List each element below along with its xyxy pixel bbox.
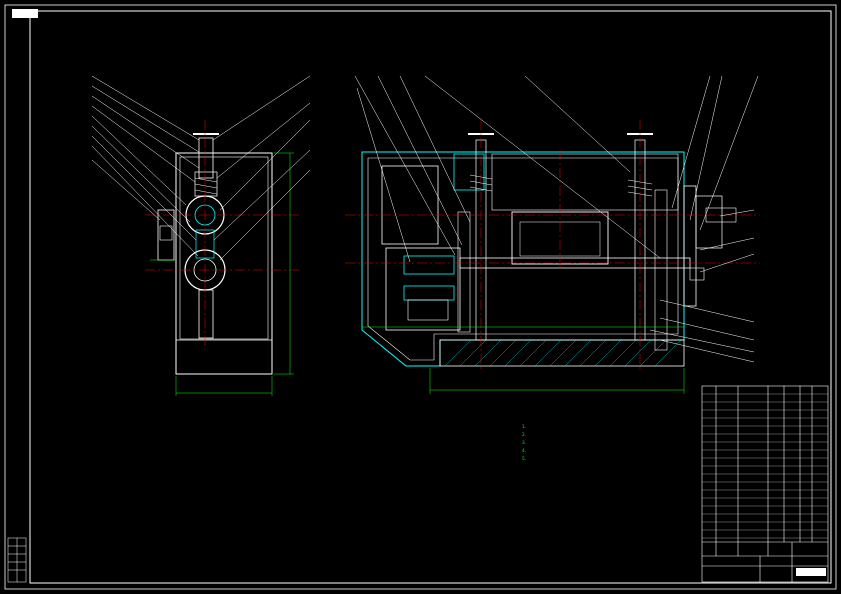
inner-frame: [29, 10, 832, 584]
note-2: 2.: [522, 433, 527, 438]
drawing-tag: [12, 9, 38, 18]
front-view: [345, 75, 760, 394]
margin-boxes: [7, 537, 27, 583]
note-3: 3.: [522, 441, 527, 446]
left-view: [91, 75, 311, 396]
outer-frame: [4, 4, 837, 590]
title-block-rows: [702, 393, 828, 539]
title-block: [701, 385, 829, 583]
note-1: 1.: [522, 425, 527, 430]
technical-notes: 1. 2. 3. 4. 5.: [522, 424, 697, 464]
drawing-number-box: [796, 568, 826, 576]
note-4: 4.: [522, 449, 527, 454]
note-5: 5.: [522, 457, 527, 462]
